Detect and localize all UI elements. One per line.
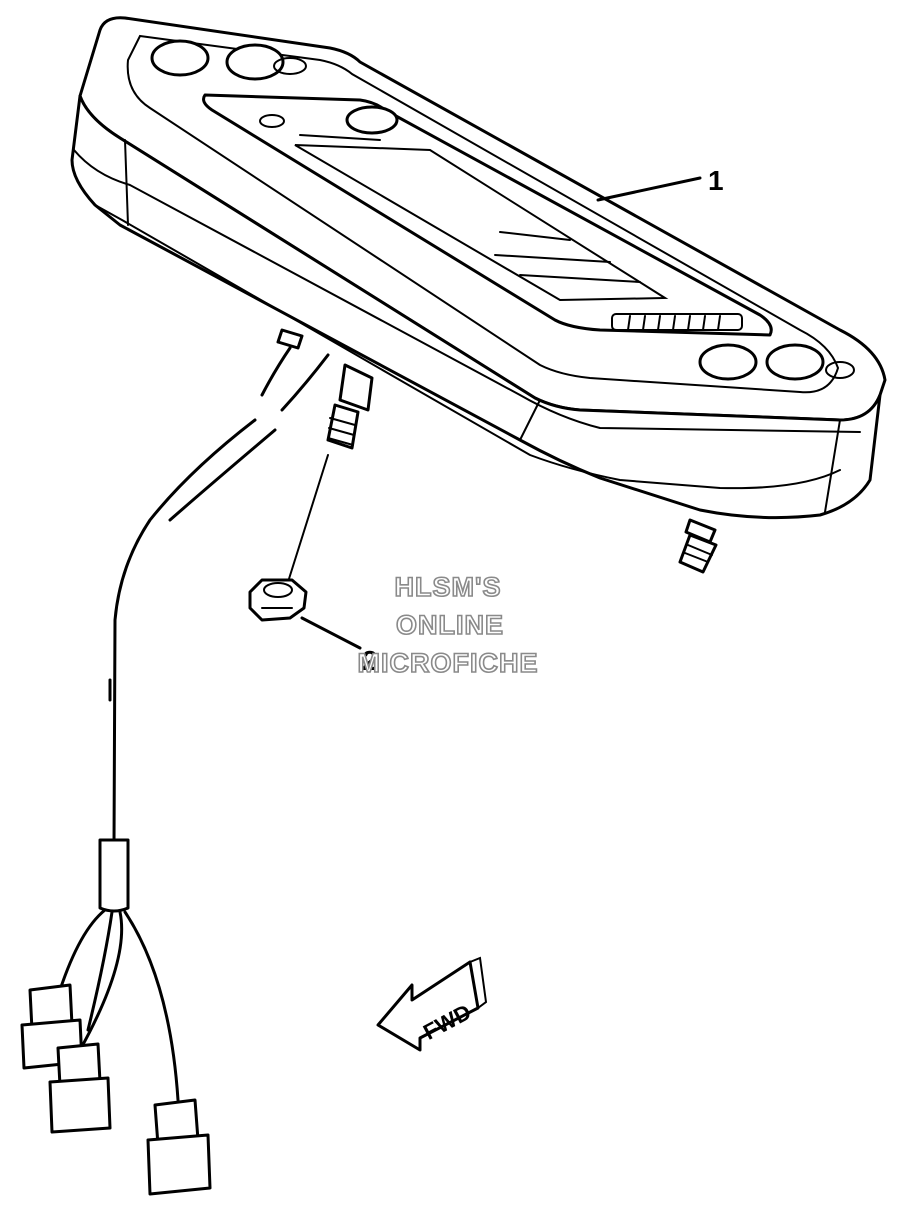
small-indicator (345, 105, 399, 135)
connector-2 (48, 1042, 112, 1134)
mounting-stud-right (678, 518, 718, 574)
watermark: HLSM'S ONLINE MICROFICHE (357, 571, 539, 679)
callout-2: 2 (300, 616, 378, 676)
indicator-lamp-2 (225, 43, 285, 81)
watermark-line-1: HLSM'S (395, 572, 502, 602)
harness-sleeve (98, 838, 130, 913)
wire-harness (58, 346, 330, 1102)
nut-leader-line (287, 454, 329, 583)
meter-assembly (70, 16, 887, 574)
callout-1: 1 (596, 165, 724, 202)
callout-label-1: 1 (708, 165, 724, 196)
mounting-stud-left (326, 363, 374, 450)
bar-graph (611, 313, 743, 331)
watermark-line-3: MICROFICHE (358, 648, 539, 678)
fwd-arrow: FWD (376, 956, 488, 1052)
mounting-stud-top (276, 328, 304, 350)
meter-rim (126, 34, 840, 394)
flange-nut (248, 454, 329, 622)
watermark-line-2: ONLINE (396, 610, 504, 640)
indicator-lamp-3 (698, 343, 758, 381)
indicator-lamp-4 (765, 343, 825, 381)
callout-label-2: 2 (362, 645, 378, 676)
connector-3 (146, 1098, 212, 1196)
indicator-lamp-1 (150, 39, 210, 77)
